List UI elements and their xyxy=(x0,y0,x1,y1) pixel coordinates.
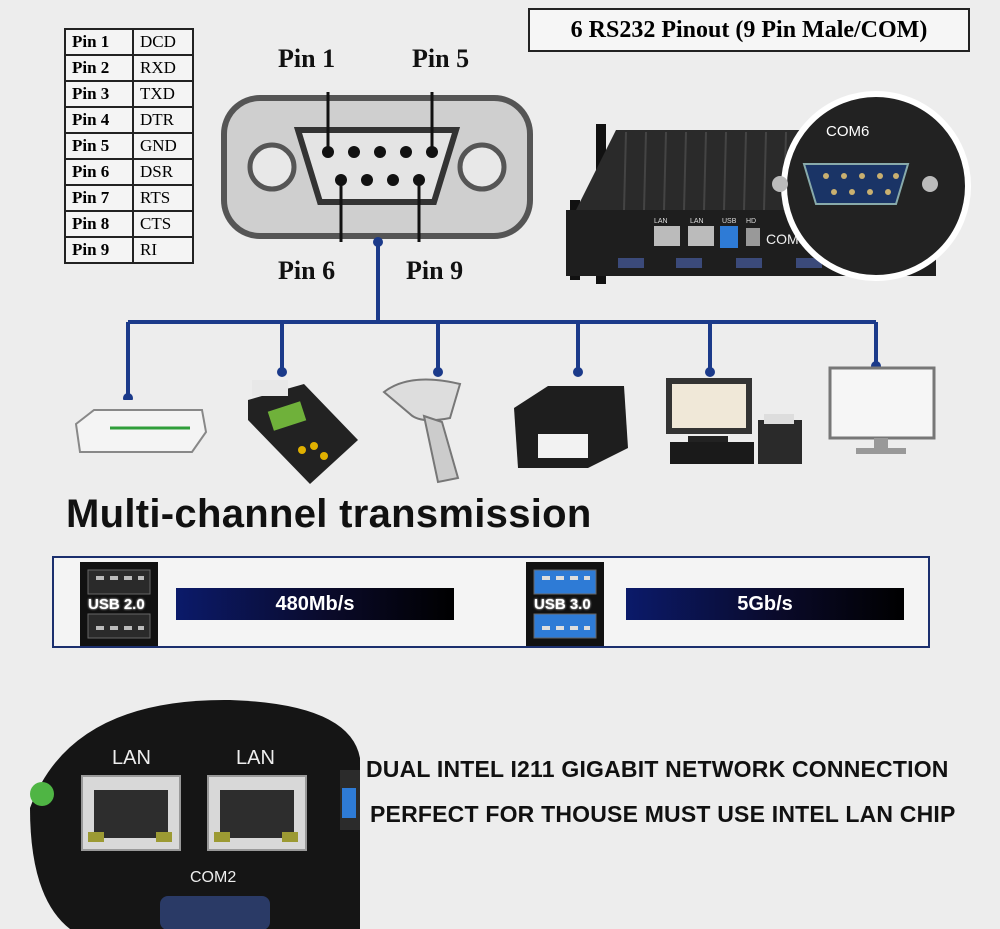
pin-signal: DSR xyxy=(132,158,194,186)
receipt-printer-icon xyxy=(514,386,628,468)
pin-signal: RI xyxy=(132,236,194,264)
pos-terminal-icon xyxy=(248,380,358,484)
svg-text:HD: HD xyxy=(746,218,756,225)
pin-signal: TXD xyxy=(132,80,194,108)
pin6-label: Pin 6 xyxy=(278,256,336,285)
svg-text:LAN: LAN xyxy=(690,218,704,225)
pos-system-icon xyxy=(666,378,802,464)
lan-port-1 xyxy=(654,226,680,246)
usb2-port-image: USB 2.0 xyxy=(80,562,158,646)
db9-connector-diagram xyxy=(221,92,533,242)
pin1-label: Pin 1 xyxy=(278,44,336,73)
svg-text:LAN: LAN xyxy=(654,218,668,225)
usb-port xyxy=(720,226,738,248)
pin-number: Pin 2 xyxy=(64,54,134,82)
mounting-hole-right xyxy=(457,142,507,192)
monitor-icon xyxy=(828,366,936,454)
usb2-label: USB 2.0 xyxy=(86,596,147,613)
pin-number: Pin 9 xyxy=(64,236,134,264)
lan-port-left xyxy=(81,775,181,851)
pin9-label: Pin 9 xyxy=(406,256,464,285)
pin-number: Pin 7 xyxy=(64,184,134,212)
lan-feature-line-1: DUAL INTEL I211 GIGABIT NETWORK CONNECTI… xyxy=(366,756,949,782)
hd-port xyxy=(746,228,760,246)
usb3-port-image: USB 3.0 xyxy=(526,562,604,646)
usb2-speed-bar: 480Mb/s xyxy=(176,588,454,620)
pin-number: Pin 5 xyxy=(64,132,134,160)
pin-number: Pin 1 xyxy=(64,28,134,56)
svg-text:USB: USB xyxy=(722,218,737,225)
lan-port-2 xyxy=(688,226,714,246)
com2-label: COM2 xyxy=(190,869,236,886)
router-icon xyxy=(74,409,208,453)
lan-label-2: LAN xyxy=(236,747,275,769)
pin-signal: DCD xyxy=(132,28,194,56)
usb3-speed-bar: 5Gb/s xyxy=(626,588,904,620)
pin-signal: GND xyxy=(132,132,194,160)
pin-signal: DTR xyxy=(132,106,194,134)
barcode-scanner-icon xyxy=(382,378,462,484)
pin-signal: RTS xyxy=(132,184,194,212)
cable-tree xyxy=(123,237,881,400)
pin-number: Pin 3 xyxy=(64,80,134,108)
mounting-hole-left xyxy=(247,142,297,192)
lan-ports-zoom: LAN LAN COM2 xyxy=(30,699,360,929)
usb-speed-panel: USB 2.0 480Mb/s USB 3.0 5Gb/s xyxy=(52,556,930,648)
pin-number: Pin 4 xyxy=(64,106,134,134)
pinout-title: 6 RS232 Pinout (9 Pin Male/COM) xyxy=(528,8,970,52)
lan-label-1: LAN xyxy=(112,747,151,769)
multi-channel-heading: Multi-channel transmission xyxy=(66,492,592,536)
pin-number: Pin 8 xyxy=(64,210,134,238)
pin-signal: RXD xyxy=(132,54,194,82)
pin-signal: CTS xyxy=(132,210,194,238)
mini-pc-device: LAN LAN USB HD COM5 COM6 xyxy=(566,91,971,284)
lan-port-right xyxy=(207,775,307,851)
usb3-label: USB 3.0 xyxy=(532,596,593,613)
pin-number: Pin 6 xyxy=(64,158,134,186)
com6-label: COM6 xyxy=(826,123,869,140)
lan-feature-line-2: PERFECT FOR THOUSE MUST USE INTEL LAN CH… xyxy=(370,801,956,827)
pin5-label: Pin 5 xyxy=(412,44,470,73)
